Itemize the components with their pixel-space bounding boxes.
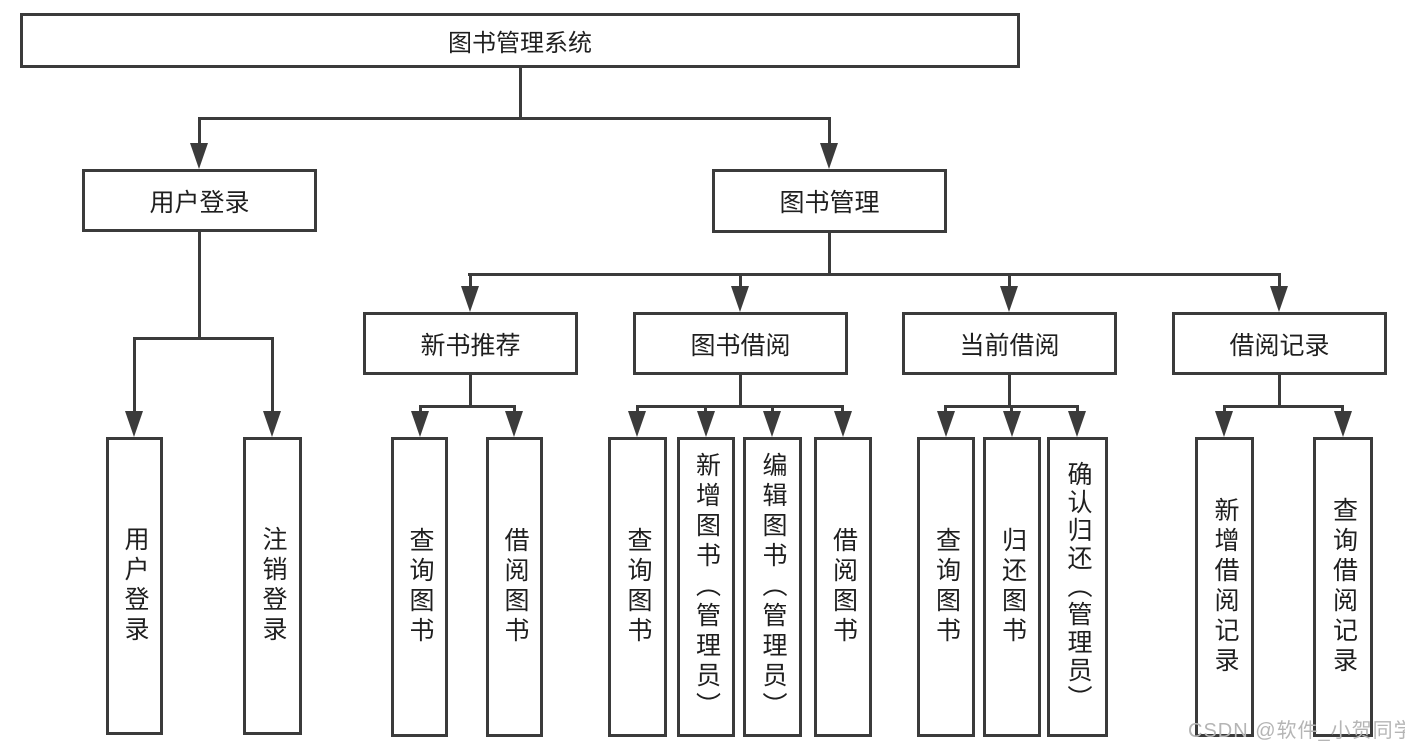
connector-leaf	[1010, 405, 1013, 415]
arrowhead-leaf	[505, 411, 523, 437]
arrowhead-leaf	[1003, 411, 1021, 437]
csdn-watermark: CSDN @软件_小贺同学	[1188, 720, 1405, 742]
arrowhead-to-current-borrow	[1000, 286, 1018, 312]
node-user-login-label: 用户登录	[149, 188, 250, 217]
leaf-borrow-borrow-books: 借阅图书	[814, 437, 872, 737]
arrowhead-to-book-management	[820, 143, 838, 169]
connector-borrow-records-bar	[1223, 405, 1344, 408]
connector-leaf	[1076, 405, 1079, 415]
connector-book-borrow-stem	[739, 375, 742, 408]
connector-user-login-bar	[133, 337, 274, 340]
leaf-query-borrow-record-label: 查询借阅记录	[1329, 497, 1358, 677]
leaf-current-query-books: 查询图书	[917, 437, 975, 737]
leaf-newbook-borrow-books-label: 借阅图书	[501, 527, 529, 647]
arrowhead-to-leaf-logout	[263, 411, 281, 437]
leaf-confirm-return-admin: 确认归还（管理员）	[1047, 437, 1108, 737]
connector-to-new-book	[469, 273, 472, 289]
connector-root-bar	[198, 117, 831, 120]
node-root-label: 图书管理系统	[448, 30, 592, 57]
node-user-login: 用户登录	[82, 169, 317, 232]
connector-leaf	[944, 405, 947, 415]
connector-new-book-bar	[419, 405, 516, 408]
leaf-borrow-query-books-label: 查询图书	[624, 527, 652, 647]
connector-borrow-records-stem	[1278, 375, 1281, 408]
connector-leaf	[513, 405, 516, 415]
connector-to-borrow-records	[1278, 273, 1281, 289]
connector-new-book-stem	[469, 375, 472, 408]
leaf-newbook-borrow-books: 借阅图书	[486, 437, 543, 737]
arrowhead-leaf	[834, 411, 852, 437]
arrowhead-leaf	[937, 411, 955, 437]
leaf-add-borrow-record-label: 新增借阅记录	[1211, 497, 1239, 677]
connector-to-book-management	[828, 117, 831, 145]
leaf-edit-books-admin: 编辑图书（管理员）	[743, 437, 802, 737]
leaf-query-borrow-record: 查询借阅记录	[1313, 437, 1373, 737]
arrowhead-leaf	[1215, 411, 1233, 437]
node-borrow-records: 借阅记录	[1172, 312, 1387, 375]
connector-leaf	[1223, 405, 1226, 415]
arrowhead-leaf	[763, 411, 781, 437]
arrowhead-leaf	[1334, 411, 1352, 437]
connector-to-book-borrow	[739, 273, 742, 289]
node-book-borrow: 图书借阅	[633, 312, 848, 375]
leaf-add-borrow-record: 新增借阅记录	[1195, 437, 1254, 737]
connector-book-mgmt-stem	[828, 233, 831, 276]
leaf-borrow-borrow-books-label: 借阅图书	[829, 527, 858, 647]
connector-to-leaf-login	[133, 337, 136, 415]
connector-leaf	[636, 405, 639, 415]
leaf-newbook-query-books-label: 查询图书	[406, 527, 434, 647]
arrowhead-leaf	[628, 411, 646, 437]
node-book-management-label: 图书管理	[779, 189, 880, 217]
node-new-book-recommend: 新书推荐	[363, 312, 578, 375]
connector-leaf	[704, 405, 707, 415]
connector-current-borrow-stem	[1008, 375, 1011, 408]
leaf-user-login: 用户登录	[106, 437, 163, 735]
connector-leaf	[419, 405, 422, 415]
node-current-borrow: 当前借阅	[902, 312, 1117, 375]
arrowhead-to-book-borrow	[731, 286, 749, 312]
leaf-logout-label: 注销登录	[259, 526, 287, 646]
leaf-confirm-return-admin-label: 确认归还（管理员）	[1064, 461, 1092, 713]
node-book-management: 图书管理	[712, 169, 947, 233]
node-current-borrow-label: 当前借阅	[959, 331, 1060, 360]
leaf-user-login-label: 用户登录	[121, 526, 149, 646]
connector-to-current-borrow	[1008, 273, 1011, 289]
arrowhead-leaf	[697, 411, 715, 437]
leaf-current-query-books-label: 查询图书	[932, 527, 961, 647]
connector-book-borrow-bar	[636, 405, 844, 408]
connector-leaf	[771, 405, 774, 415]
arrowhead-to-new-book	[461, 286, 479, 312]
leaf-borrow-query-books: 查询图书	[608, 437, 667, 737]
connector-to-user-login	[198, 117, 201, 145]
leaf-newbook-query-books: 查询图书	[391, 437, 448, 737]
arrowhead-to-user-login	[190, 143, 208, 169]
node-book-borrow-label: 图书借阅	[690, 331, 791, 360]
connector-leaf	[1341, 405, 1344, 415]
connector-to-leaf-logout	[271, 337, 274, 415]
arrowhead-to-leaf-login	[125, 411, 143, 437]
leaf-add-books-admin: 新增图书（管理员）	[677, 437, 735, 737]
connector-user-login-stem	[198, 232, 201, 340]
node-borrow-records-label: 借阅记录	[1229, 331, 1330, 360]
arrowhead-to-borrow-records	[1270, 286, 1288, 312]
leaf-return-books-label: 归还图书	[998, 527, 1027, 647]
arrowhead-leaf	[411, 411, 429, 437]
node-new-book-recommend-label: 新书推荐	[420, 331, 521, 360]
leaf-logout: 注销登录	[243, 437, 302, 735]
arrowhead-leaf	[1068, 411, 1086, 437]
connector-book-mgmt-bar	[468, 273, 1281, 276]
connector-root-stem	[519, 67, 522, 120]
connector-leaf	[841, 405, 844, 415]
node-root-system: 图书管理系统	[20, 13, 1020, 68]
leaf-edit-books-admin-label: 编辑图书（管理员）	[759, 452, 787, 722]
leaf-return-books: 归还图书	[983, 437, 1041, 737]
leaf-add-books-admin-label: 新增图书（管理员）	[692, 452, 721, 722]
